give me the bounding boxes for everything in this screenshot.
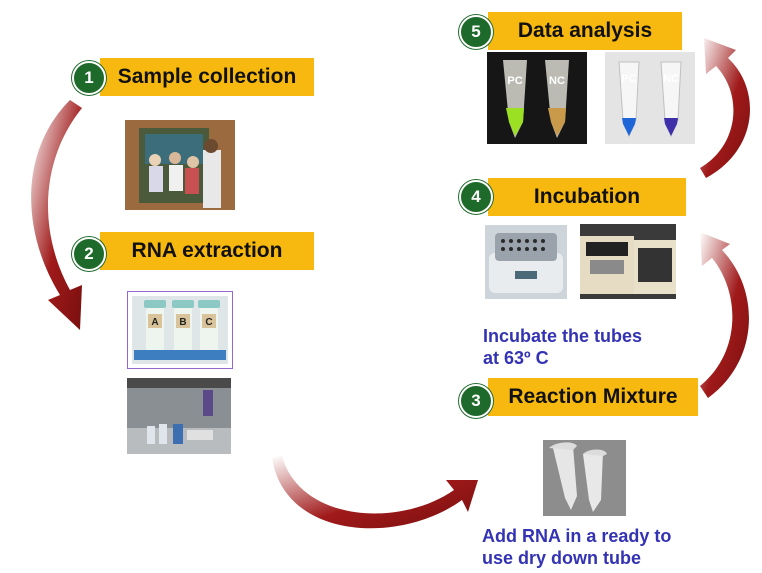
incubate-caption-line-1: Incubate the tubes [483, 326, 643, 346]
rna-tubes-photo: A B C [127, 291, 233, 369]
result-tubes-light-photo: PC NC [605, 52, 695, 144]
curved-arrow-icon [700, 38, 750, 178]
step-2-number: 2 [72, 237, 106, 271]
incubate-caption-line-2: at 63º C [483, 348, 549, 368]
result-left-nc: NC [549, 75, 565, 87]
curved-arrow-icon [272, 456, 478, 529]
tube-label-c: C [205, 317, 212, 328]
step-2-title: RNA extraction [131, 239, 283, 262]
result-right-pc: PC [621, 73, 636, 85]
dry-down-tubes-photo [543, 440, 626, 516]
step-3-title: Reaction Mixture [508, 385, 678, 408]
step-1-title: Sample collection [117, 65, 297, 88]
add-rna-caption-line-1: Add RNA in a ready to [482, 526, 672, 546]
step-3-label: Reaction Mixture [488, 378, 698, 416]
result-tubes-dark-photo: PC NC [487, 52, 587, 144]
curved-arrow-icon [700, 232, 749, 398]
step-5-number: 5 [459, 15, 493, 49]
result-right-nc: NC [663, 73, 679, 85]
result-left-pc: PC [507, 75, 522, 87]
step-5-title: Data analysis [517, 19, 653, 42]
step-3-number: 3 [459, 384, 493, 418]
add-rna-caption-line-2: use dry down tube [482, 548, 642, 568]
step-5-label: Data analysis [488, 12, 682, 50]
step-4-label: Incubation [488, 178, 686, 216]
sample-collection-photo [125, 120, 235, 210]
extraction-hood-photo [127, 378, 231, 454]
add-rna-caption: Add RNA in a ready to use dry down tube [482, 525, 752, 569]
heat-block-photo [485, 225, 567, 299]
step-4-number: 4 [459, 180, 493, 214]
step-2-label: RNA extraction [100, 232, 314, 270]
curved-arrow-icon [31, 100, 82, 330]
incubate-caption: Incubate the tubes at 63º C [483, 325, 743, 369]
tube-label-b: B [179, 317, 186, 328]
step-4-title: Incubation [533, 185, 641, 208]
step-1-number: 1 [72, 61, 106, 95]
reader-device-photo [580, 224, 676, 299]
tube-label-a: A [151, 317, 158, 328]
step-1-label: Sample collection [100, 58, 314, 96]
